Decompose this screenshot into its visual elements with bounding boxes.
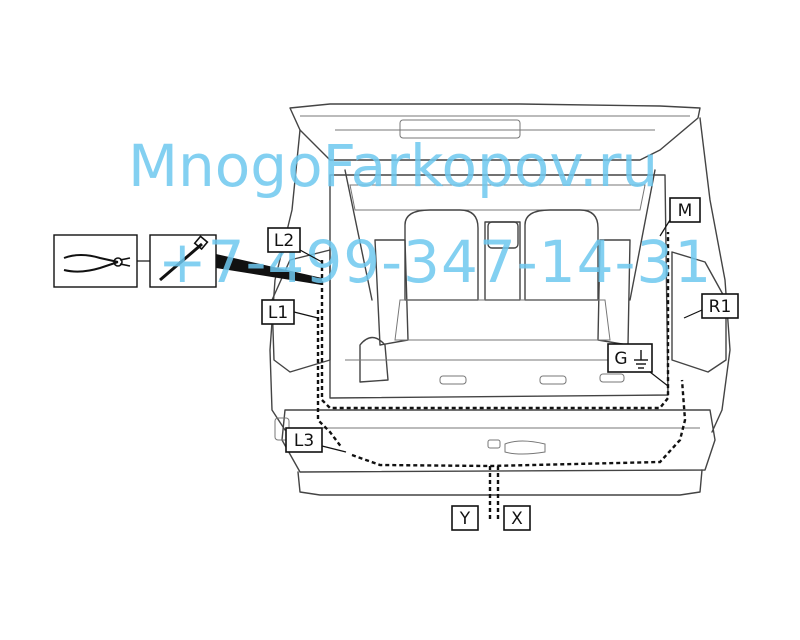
label-M: M	[669, 197, 701, 223]
watermark: MnogoFarkopov.ru +7-499-347-14-31	[128, 132, 712, 296]
label-Y: Y	[451, 505, 479, 531]
cable-tie-icon	[159, 235, 209, 282]
watermark-phone: +7-499-347-14-31	[158, 228, 712, 296]
label-M-text: M	[678, 201, 693, 221]
label-L2: L2	[267, 227, 301, 253]
label-X-text: X	[511, 509, 523, 529]
label-L1-text: L1	[268, 303, 288, 323]
label-R1: R1	[701, 293, 739, 319]
tool-leader	[216, 254, 322, 285]
ground-symbol-icon	[634, 350, 648, 369]
tools-group	[53, 234, 322, 288]
label-L3-text: L3	[294, 431, 314, 451]
vehicle-rear-outline	[269, 103, 731, 496]
label-G-text: G	[614, 349, 627, 369]
label-Y-text: Y	[459, 509, 471, 529]
wiring-harness	[316, 232, 687, 520]
label-R1-text: R1	[709, 297, 732, 317]
label-X: X	[503, 505, 531, 531]
pliers-box	[53, 234, 138, 288]
label-L3: L3	[285, 427, 323, 453]
label-L1: L1	[261, 299, 295, 325]
label-G: G	[607, 343, 653, 373]
label-L2-text: L2	[274, 231, 294, 251]
watermark-site: MnogoFarkopov.ru	[128, 132, 658, 200]
pliers-icon	[63, 254, 131, 273]
